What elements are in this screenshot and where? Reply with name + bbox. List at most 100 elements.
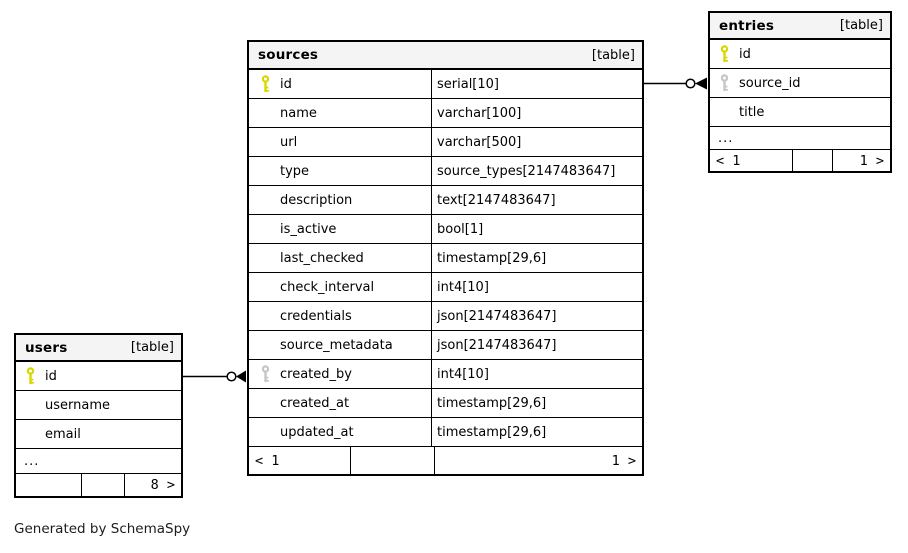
primary-key-icon [261, 75, 280, 93]
footer-child-count: 1 > [611, 452, 636, 469]
column-name: id [739, 46, 751, 62]
column-name-cell: check_interval [249, 273, 432, 301]
column-name-cell: id [16, 362, 181, 390]
column-type: int4[10] [437, 279, 489, 295]
column-name-cell: url [249, 128, 432, 156]
column-row-id[interactable]: id [16, 362, 181, 391]
table-footer: < 1 1 > [710, 150, 890, 171]
column-type: text[2147483647] [437, 192, 556, 208]
column-name: created_at [280, 395, 350, 411]
column-name: name [280, 105, 317, 121]
cardinality-circle [226, 371, 237, 382]
fk-connector-entries-source-id [644, 77, 707, 90]
column-name-cell: name [249, 99, 432, 127]
footer-child-count: 1 > [859, 152, 884, 169]
column-name-cell: is_active [249, 215, 432, 243]
column-name-cell: created_by [249, 360, 432, 388]
column-row-last_checked[interactable]: last_checked timestamp[29,6] [249, 244, 642, 273]
column-name-cell: title [710, 98, 890, 126]
column-row-type[interactable]: type source_types[2147483647] [249, 157, 642, 186]
column-name: email [45, 426, 81, 442]
column-name: id [280, 76, 292, 92]
column-row-title[interactable]: title [710, 98, 890, 127]
column-name: last_checked [280, 250, 364, 266]
column-name: description [280, 192, 353, 208]
column-name: source_metadata [280, 337, 393, 353]
table-title[interactable]: users [25, 339, 68, 356]
table-users[interactable]: users [table] id username email... 8 > [14, 333, 183, 498]
column-name-cell: id [710, 40, 890, 68]
column-type: timestamp[29,6] [437, 250, 547, 266]
column-name-cell: source_metadata [249, 331, 432, 359]
column-name-cell: credentials [249, 302, 432, 330]
column-name: id [45, 368, 57, 384]
table-header: sources [table] [249, 42, 642, 70]
cardinality-circle [685, 78, 696, 89]
column-name-cell: source_id [710, 69, 890, 97]
more-columns-ellipsis: ... [710, 127, 890, 150]
column-name-cell: id [249, 70, 432, 98]
column-name: updated_at [280, 424, 354, 440]
column-name-cell: updated_at [249, 418, 432, 446]
column-row-description[interactable]: description text[2147483647] [249, 186, 642, 215]
column-type: varchar[100] [437, 105, 522, 121]
primary-key-icon [26, 367, 45, 385]
column-type: source_types[2147483647] [437, 163, 616, 179]
column-type: int4[10] [437, 366, 489, 382]
footer-spacer-cell [351, 447, 435, 474]
column-name: source_id [739, 75, 801, 91]
column-name-cell: email [16, 420, 181, 448]
column-row-id[interactable]: id [710, 40, 890, 69]
table-header: users [table] [16, 335, 181, 362]
column-name-cell: type [249, 157, 432, 185]
footer-spacer-cell [82, 474, 125, 496]
table-header: entries [table] [710, 13, 890, 40]
column-name-cell: username [16, 391, 181, 419]
column-row-is_active[interactable]: is_active bool[1] [249, 215, 642, 244]
column-name: username [45, 397, 110, 413]
column-row-created_at[interactable]: created_at timestamp[29,6] [249, 389, 642, 418]
column-row-email[interactable]: email [16, 420, 181, 449]
table-type-badge: [table] [591, 47, 635, 63]
primary-key-icon [720, 45, 739, 63]
column-row-created_by[interactable]: created_by int4[10] [249, 360, 642, 389]
table-footer: 8 > [16, 474, 181, 496]
arrowhead-icon [695, 77, 707, 90]
column-name: type [280, 163, 310, 179]
column-type: timestamp[29,6] [437, 395, 547, 411]
column-row-name[interactable]: name varchar[100] [249, 99, 642, 128]
column-name: check_interval [280, 279, 375, 295]
column-rows: id username email... [16, 362, 181, 474]
footer-parent-count: < 1 [249, 447, 351, 474]
table-title[interactable]: entries [719, 17, 775, 34]
more-columns-ellipsis: ... [16, 449, 181, 474]
column-row-source_id[interactable]: source_id [710, 69, 890, 98]
column-type: bool[1] [437, 221, 484, 237]
table-type-badge: [table] [130, 340, 174, 355]
column-name: is_active [280, 221, 337, 237]
column-name: created_by [280, 366, 352, 382]
generated-by-caption: Generated by SchemaSpy [14, 521, 191, 537]
column-type: timestamp[29,6] [437, 424, 547, 440]
table-footer: < 1 1 > [249, 447, 642, 474]
table-title[interactable]: sources [258, 47, 319, 63]
column-name-cell: last_checked [249, 244, 432, 272]
footer-parent-count: < 1 [710, 150, 793, 171]
table-type-badge: [table] [839, 18, 883, 33]
column-row-check_interval[interactable]: check_interval int4[10] [249, 273, 642, 302]
footer-child-count: 8 > [150, 477, 175, 493]
column-name: url [280, 134, 298, 150]
column-name: title [739, 104, 765, 120]
column-row-username[interactable]: username [16, 391, 181, 420]
footer-parent-count [16, 474, 82, 496]
column-row-updated_at[interactable]: updated_at timestamp[29,6] [249, 418, 642, 447]
